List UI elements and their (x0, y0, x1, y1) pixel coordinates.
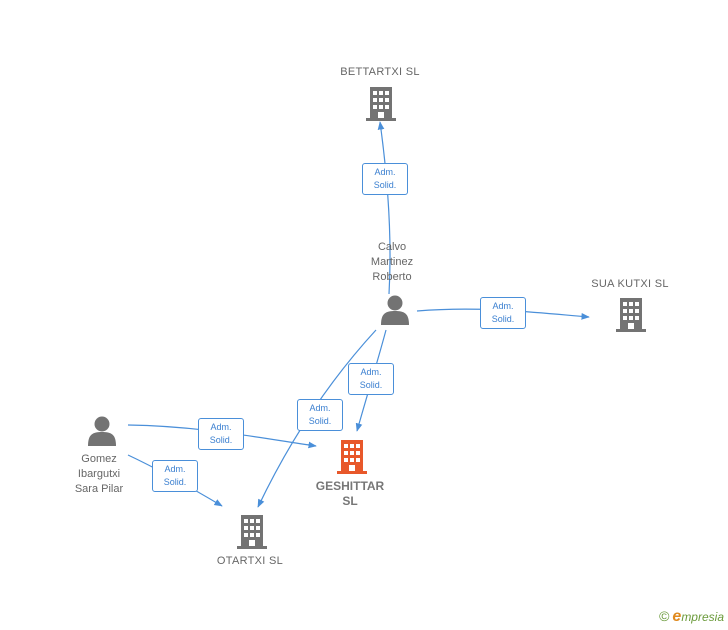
edge-label-role: Adm. (309, 403, 331, 413)
edge-label-type: Solid. (373, 180, 397, 190)
brand-logo-letter: e (672, 608, 682, 625)
bettartxi-label[interactable]: BETTARTXI SL (340, 66, 420, 78)
calvo-label-line2: Martinez (370, 256, 414, 268)
edge-label-role: Adm. (492, 301, 514, 311)
edge-label-calvo-bettartxi[interactable]: Adm. Solid. (362, 163, 408, 195)
edge-label-gomez-otartxi[interactable]: Adm. Solid. (152, 460, 198, 492)
brand-logo-text: mpresia (681, 610, 724, 624)
calvo-label-line1: Calvo (377, 241, 407, 253)
copyright-symbol: © (659, 608, 670, 624)
geshittar-label-line2: SL (342, 494, 358, 508)
calvo-person-icon[interactable] (381, 295, 409, 326)
gomez-label-line3: Sara Pilar (74, 483, 124, 495)
edge-label-type: Solid. (491, 314, 515, 324)
bettartxi-building-icon[interactable] (366, 87, 396, 121)
edge-calvo-bettartxi (377, 121, 391, 295)
calvo-label[interactable]: Calvo Martinez Roberto (352, 240, 432, 285)
edge-label-calvo-sua-kutxi[interactable]: Adm. Solid. (480, 297, 526, 329)
gomez-label-line2: Ibargutxi (77, 468, 121, 480)
edge-label-role: Adm. (374, 167, 396, 177)
edge-label-type: Solid. (359, 380, 383, 390)
edge-label-role: Adm. (360, 367, 382, 377)
geshittar-label-line1: GESHITTAR (315, 479, 385, 493)
otartxi-label[interactable]: OTARTXI SL (216, 555, 284, 567)
edge-label-type: Solid. (163, 477, 187, 487)
gomez-label-line1: Gomez (81, 453, 117, 465)
edge-label-role: Adm. (164, 464, 186, 474)
otartxi-building-icon[interactable] (237, 515, 267, 549)
gomez-label[interactable]: Gomez Ibargutxi Sara Pilar (59, 452, 139, 497)
edge-label-role: Adm. (210, 422, 232, 432)
edge-label-calvo-otartxi[interactable]: Adm. Solid. (297, 399, 343, 431)
sua-kutxi-label[interactable]: SUA KUTXI SL (591, 278, 669, 290)
edge-label-type: Solid. (209, 435, 233, 445)
edge-label-gomez-geshittar[interactable]: Adm. Solid. (198, 418, 244, 450)
edge-label-type: Solid. (308, 416, 332, 426)
calvo-label-line3: Roberto (372, 271, 412, 283)
brand-footer[interactable]: ©empresia (659, 608, 724, 626)
gomez-person-icon[interactable] (88, 416, 116, 447)
sua-kutxi-building-icon[interactable] (616, 298, 646, 332)
geshittar-label[interactable]: GESHITTAR SL (300, 479, 400, 509)
edge-label-calvo-geshittar[interactable]: Adm. Solid. (348, 363, 394, 395)
geshittar-building-icon[interactable] (337, 440, 367, 474)
